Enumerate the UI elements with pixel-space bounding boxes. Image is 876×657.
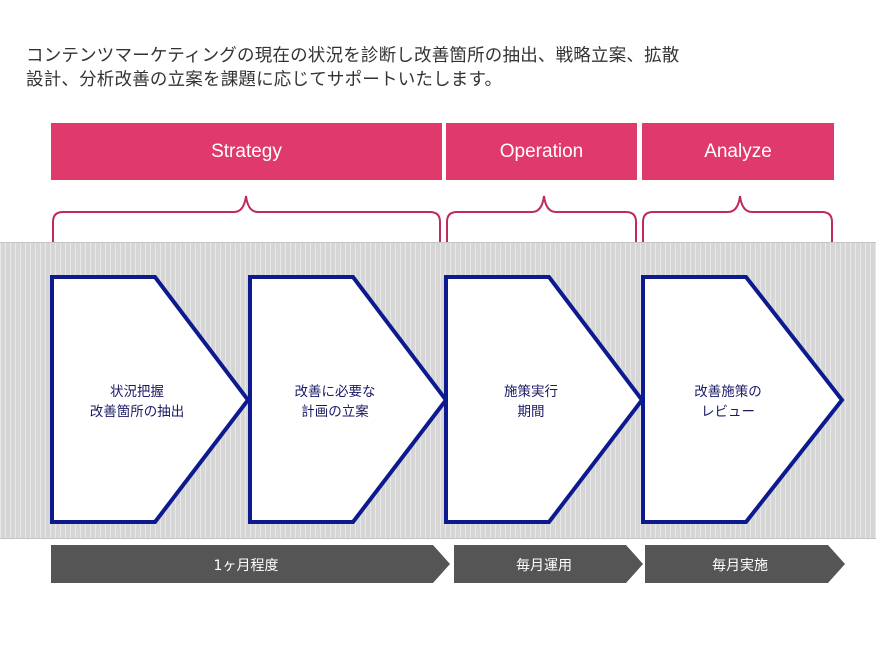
step-shape-1 [50, 275, 251, 524]
bracket-strategy [52, 195, 441, 242]
step-label-4: 改善施策の レビュー [643, 382, 813, 422]
phase-operation: Operation [446, 123, 637, 180]
timeline-label-2: 毎月運用 [516, 558, 572, 574]
intro-text: コンテンツマーケティングの現在の状況を診断し改善箇所の抽出、戦略立案、拡散 設計… [26, 44, 856, 92]
step-3-line-2: 期間 [517, 404, 545, 420]
step-label-3: 施策実行 期間 [446, 382, 616, 422]
step-4-line-2: レビュー [701, 404, 755, 420]
step-shape-2 [248, 275, 449, 524]
step-shape-4 [641, 275, 845, 524]
step-2-line-1: 改善に必要な [294, 384, 376, 400]
timeline-arrow-2 [454, 545, 643, 583]
step-4-line-1: 改善施策の [694, 384, 762, 400]
phase-analyze: Analyze [642, 123, 834, 180]
timeline-arrow-1 [51, 545, 450, 583]
timeline-label-1: 1ヶ月程度 [213, 558, 279, 574]
step-1-line-1: 状況把握 [110, 384, 164, 400]
step-3-line-1: 施策実行 [504, 384, 558, 400]
timeline-label-3: 毎月実施 [712, 558, 768, 574]
step-label-2: 改善に必要な 計画の立案 [250, 382, 420, 422]
bracket-analyze [642, 195, 833, 242]
step-2-line-2: 計画の立案 [301, 404, 369, 420]
step-shape-3 [444, 275, 645, 524]
timeline-arrow-3 [645, 545, 845, 583]
phase-strategy: Strategy [51, 123, 442, 180]
intro-line-2: 設計、分析改善の立案を課題に応じてサポートいたします。 [26, 70, 503, 90]
step-label-1: 状況把握 改善箇所の抽出 [52, 382, 222, 422]
step-1-line-2: 改善箇所の抽出 [89, 404, 185, 420]
intro-line-1: コンテンツマーケティングの現在の状況を診断し改善箇所の抽出、戦略立案、拡散 [26, 46, 680, 66]
bracket-operation [446, 195, 637, 242]
